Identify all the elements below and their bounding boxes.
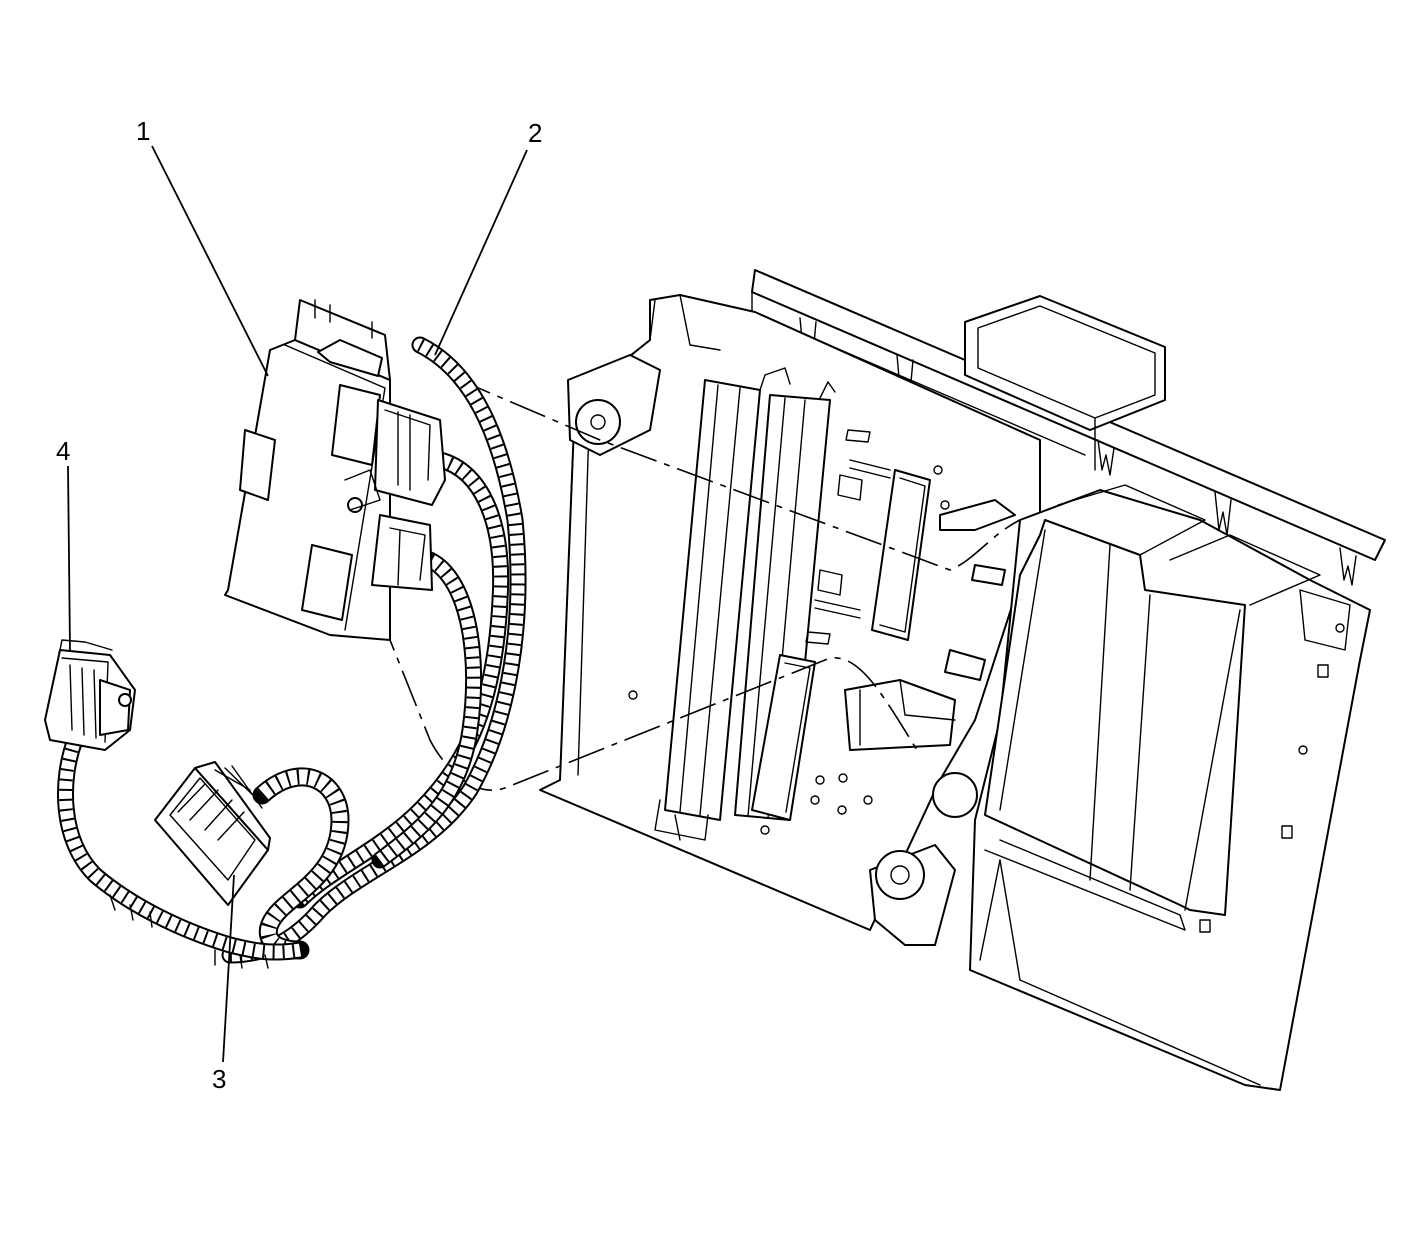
harness-connector-3 [154,761,271,906]
callout-label-1: 1 [136,116,150,146]
callout-label-4: 4 [56,436,70,466]
callout-4: 4 [56,436,71,651]
callout-2: 2 [434,118,542,356]
wire-harness [56,336,527,969]
harness-connector-4 [44,639,136,751]
callout-label-3: 3 [212,1064,226,1094]
alignment-lines [379,377,1021,791]
callout-1: 1 [136,116,269,377]
mounting-bracket [539,269,1386,1091]
callout-label-2: 2 [528,118,542,148]
control-module [224,299,446,641]
callout-3: 3 [212,874,235,1094]
